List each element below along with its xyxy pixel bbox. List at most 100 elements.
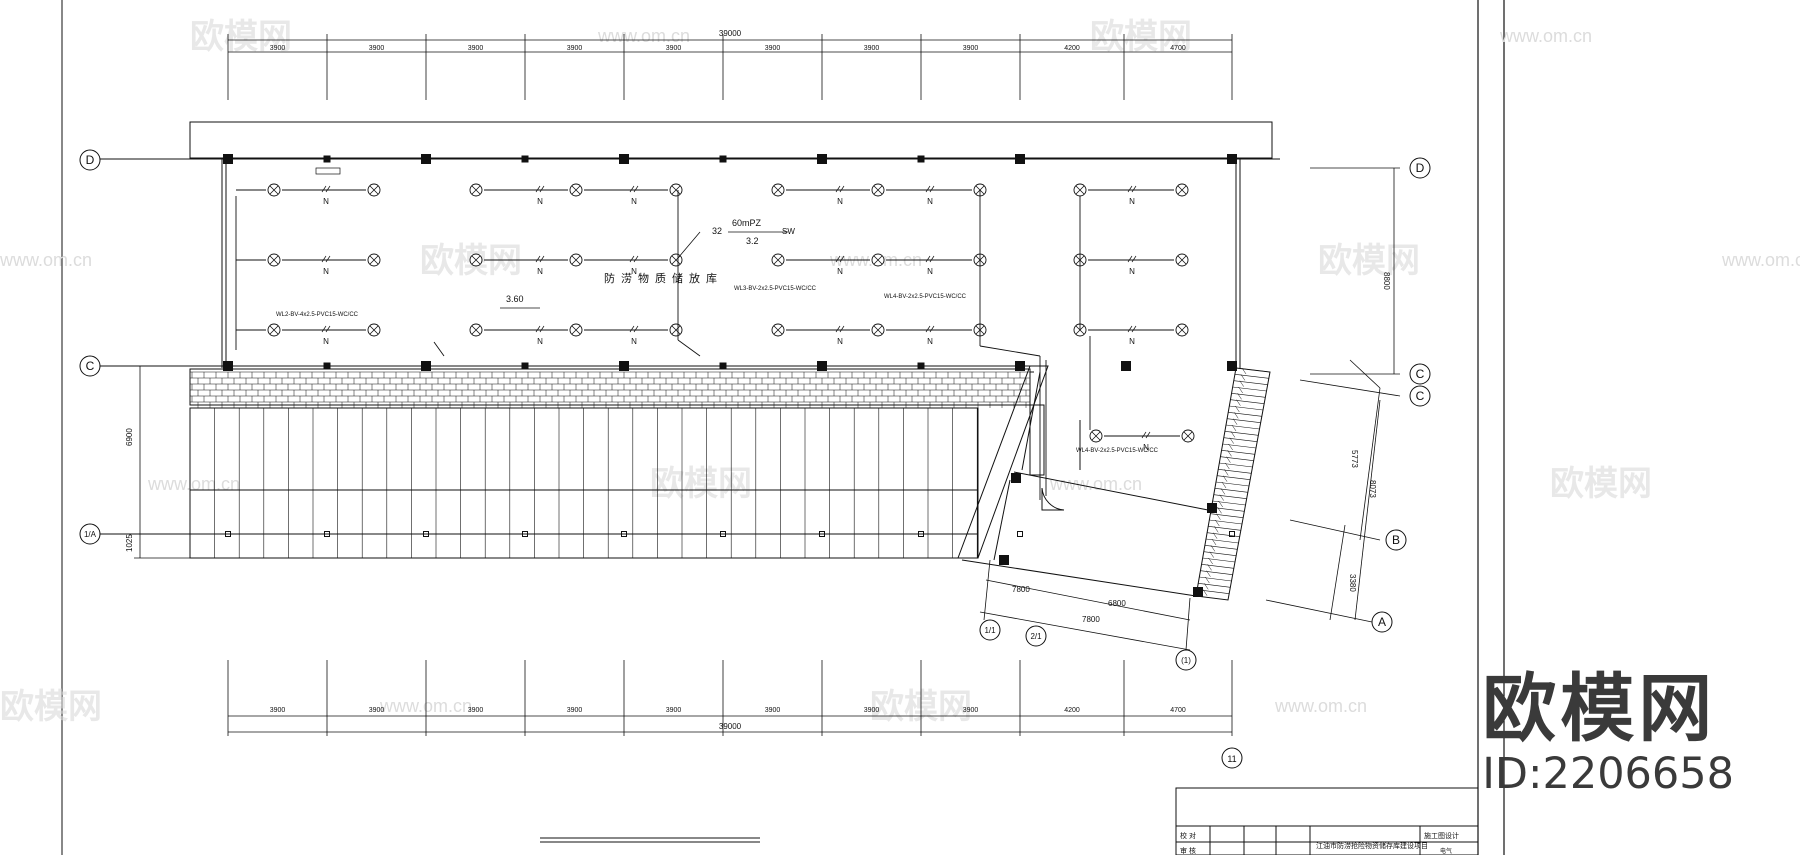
axis-A-right: A (1378, 615, 1386, 629)
top-dim-value: 3900 (666, 45, 682, 52)
light-fixture-cross (1177, 255, 1187, 265)
wing-hatch-joint (1240, 374, 1246, 381)
title-block-stage: 施工图设计 (1424, 831, 1459, 840)
axis-C-right: C (1416, 367, 1425, 381)
axis-C-right-2: C (1416, 389, 1425, 403)
phase-slash (1127, 255, 1133, 263)
neutral-tag: N (927, 197, 933, 206)
top-dim-value: 4700 (1170, 45, 1186, 52)
bottom-dim-value: 3900 (369, 707, 385, 714)
light-fixture-cross (1075, 185, 1085, 195)
light-fixture (871, 253, 885, 267)
light-fixture (267, 253, 281, 267)
circuit-label-wl4b: WL4-BV-2x2.5-PVC15-WC/CC (1076, 448, 1159, 454)
watermark-id: ID:2206658 (1482, 749, 1734, 799)
column-mid (421, 361, 431, 371)
light-fixture-cross (571, 325, 581, 335)
light-fixture-cross (1183, 431, 1193, 441)
wing-hatch-line (1217, 475, 1251, 480)
column-wing (1011, 473, 1021, 483)
left-dimension-lines (134, 365, 190, 559)
column-top (1227, 154, 1237, 164)
panel-label-bottom: 3.2 (746, 236, 759, 246)
top-dim-value: 3900 (765, 45, 781, 52)
light-fixture-cross (269, 325, 279, 335)
neutral-tag: N (927, 267, 933, 276)
phase-slash (839, 185, 845, 193)
column-low (918, 531, 924, 537)
wing-hatch-joint (1218, 500, 1223, 508)
wing-hatch-line (1220, 456, 1254, 461)
light-fixture (469, 253, 483, 267)
neutral-tag: N (323, 267, 329, 276)
neutral-tag: N (631, 197, 637, 206)
neutral-tag: N (1129, 197, 1135, 206)
phase-slash (535, 255, 541, 263)
neutral-tag: N (323, 337, 329, 346)
phase-slash (835, 255, 841, 263)
wing-hatch-line (1227, 418, 1261, 423)
light-fixture (771, 183, 785, 197)
wing-hatch-joint (1225, 462, 1230, 470)
right-dim-8800: 8800 (1382, 272, 1391, 290)
light-fixture-cross (471, 185, 481, 195)
bottom-dim-value: 4200 (1064, 707, 1080, 714)
wing-hatch-joint (1209, 551, 1214, 558)
wing-hatch-line (1199, 576, 1232, 582)
column-low (720, 531, 726, 537)
light-fixture (367, 253, 381, 267)
light-fixture-cross (773, 325, 783, 335)
wing-hatch-joint (1232, 418, 1238, 425)
top-dimension-chain (227, 34, 1233, 100)
wing-hatch-joint (1214, 526, 1219, 533)
light-fixture-cross (1091, 431, 1101, 441)
phase-slash (633, 185, 639, 193)
phase-slash (925, 185, 931, 193)
bottom-dim-value: 3900 (270, 707, 286, 714)
phase-slash (1131, 185, 1137, 193)
column-wing (999, 555, 1009, 565)
light-fixture-cross (873, 185, 883, 195)
wing-hatch-joint (1234, 412, 1239, 419)
wing-hatch-line (1231, 393, 1266, 398)
phase-slash (633, 255, 639, 263)
light-fixture (267, 183, 281, 197)
light-fixture-cross (369, 255, 379, 265)
neutral-tag: N (837, 267, 843, 276)
wing-hatch-joint (1228, 443, 1233, 451)
column-top (323, 155, 331, 163)
column-mid (323, 362, 331, 370)
wing-dim-7800b: 7800 (1082, 615, 1100, 624)
column-mid (619, 361, 629, 371)
light-fixture-cross (369, 185, 379, 195)
bottom-dim-value: 3900 (468, 707, 484, 714)
phase-slash (839, 255, 845, 263)
top-dim-value: 3900 (468, 45, 484, 52)
circuit-wire (433, 341, 445, 357)
wing-hatch-line (1229, 405, 1264, 411)
phase-slash (929, 325, 935, 333)
light-fixture-cross (571, 185, 581, 195)
light-fixture (1175, 253, 1189, 267)
watermark-brand: 欧模网 (1318, 242, 1420, 280)
column-top (1015, 154, 1025, 164)
watermark-url: www.om.cn (597, 26, 690, 46)
wing-hatch-line (1209, 519, 1243, 525)
wing-hatch-joint (1238, 386, 1243, 394)
light-fixture (569, 253, 583, 267)
wing-hatch-line (1230, 399, 1265, 404)
left-dim-1025: 1025 (125, 534, 134, 552)
column-top (521, 155, 529, 163)
light-fixture (1089, 429, 1103, 443)
wing-hatch-joint (1224, 469, 1229, 476)
column-top (817, 154, 827, 164)
title-block-extra: 电气 (1440, 847, 1452, 855)
light-fixture (569, 183, 583, 197)
neutral-tag: N (537, 197, 543, 206)
circuit-wire (677, 339, 701, 357)
wing-hatch-line (1214, 488, 1248, 493)
column-low (1229, 531, 1235, 537)
axis-11-bottom: 11 (1227, 754, 1236, 764)
wing-hatch-joint (1207, 564, 1212, 571)
light-fixture (367, 323, 381, 337)
